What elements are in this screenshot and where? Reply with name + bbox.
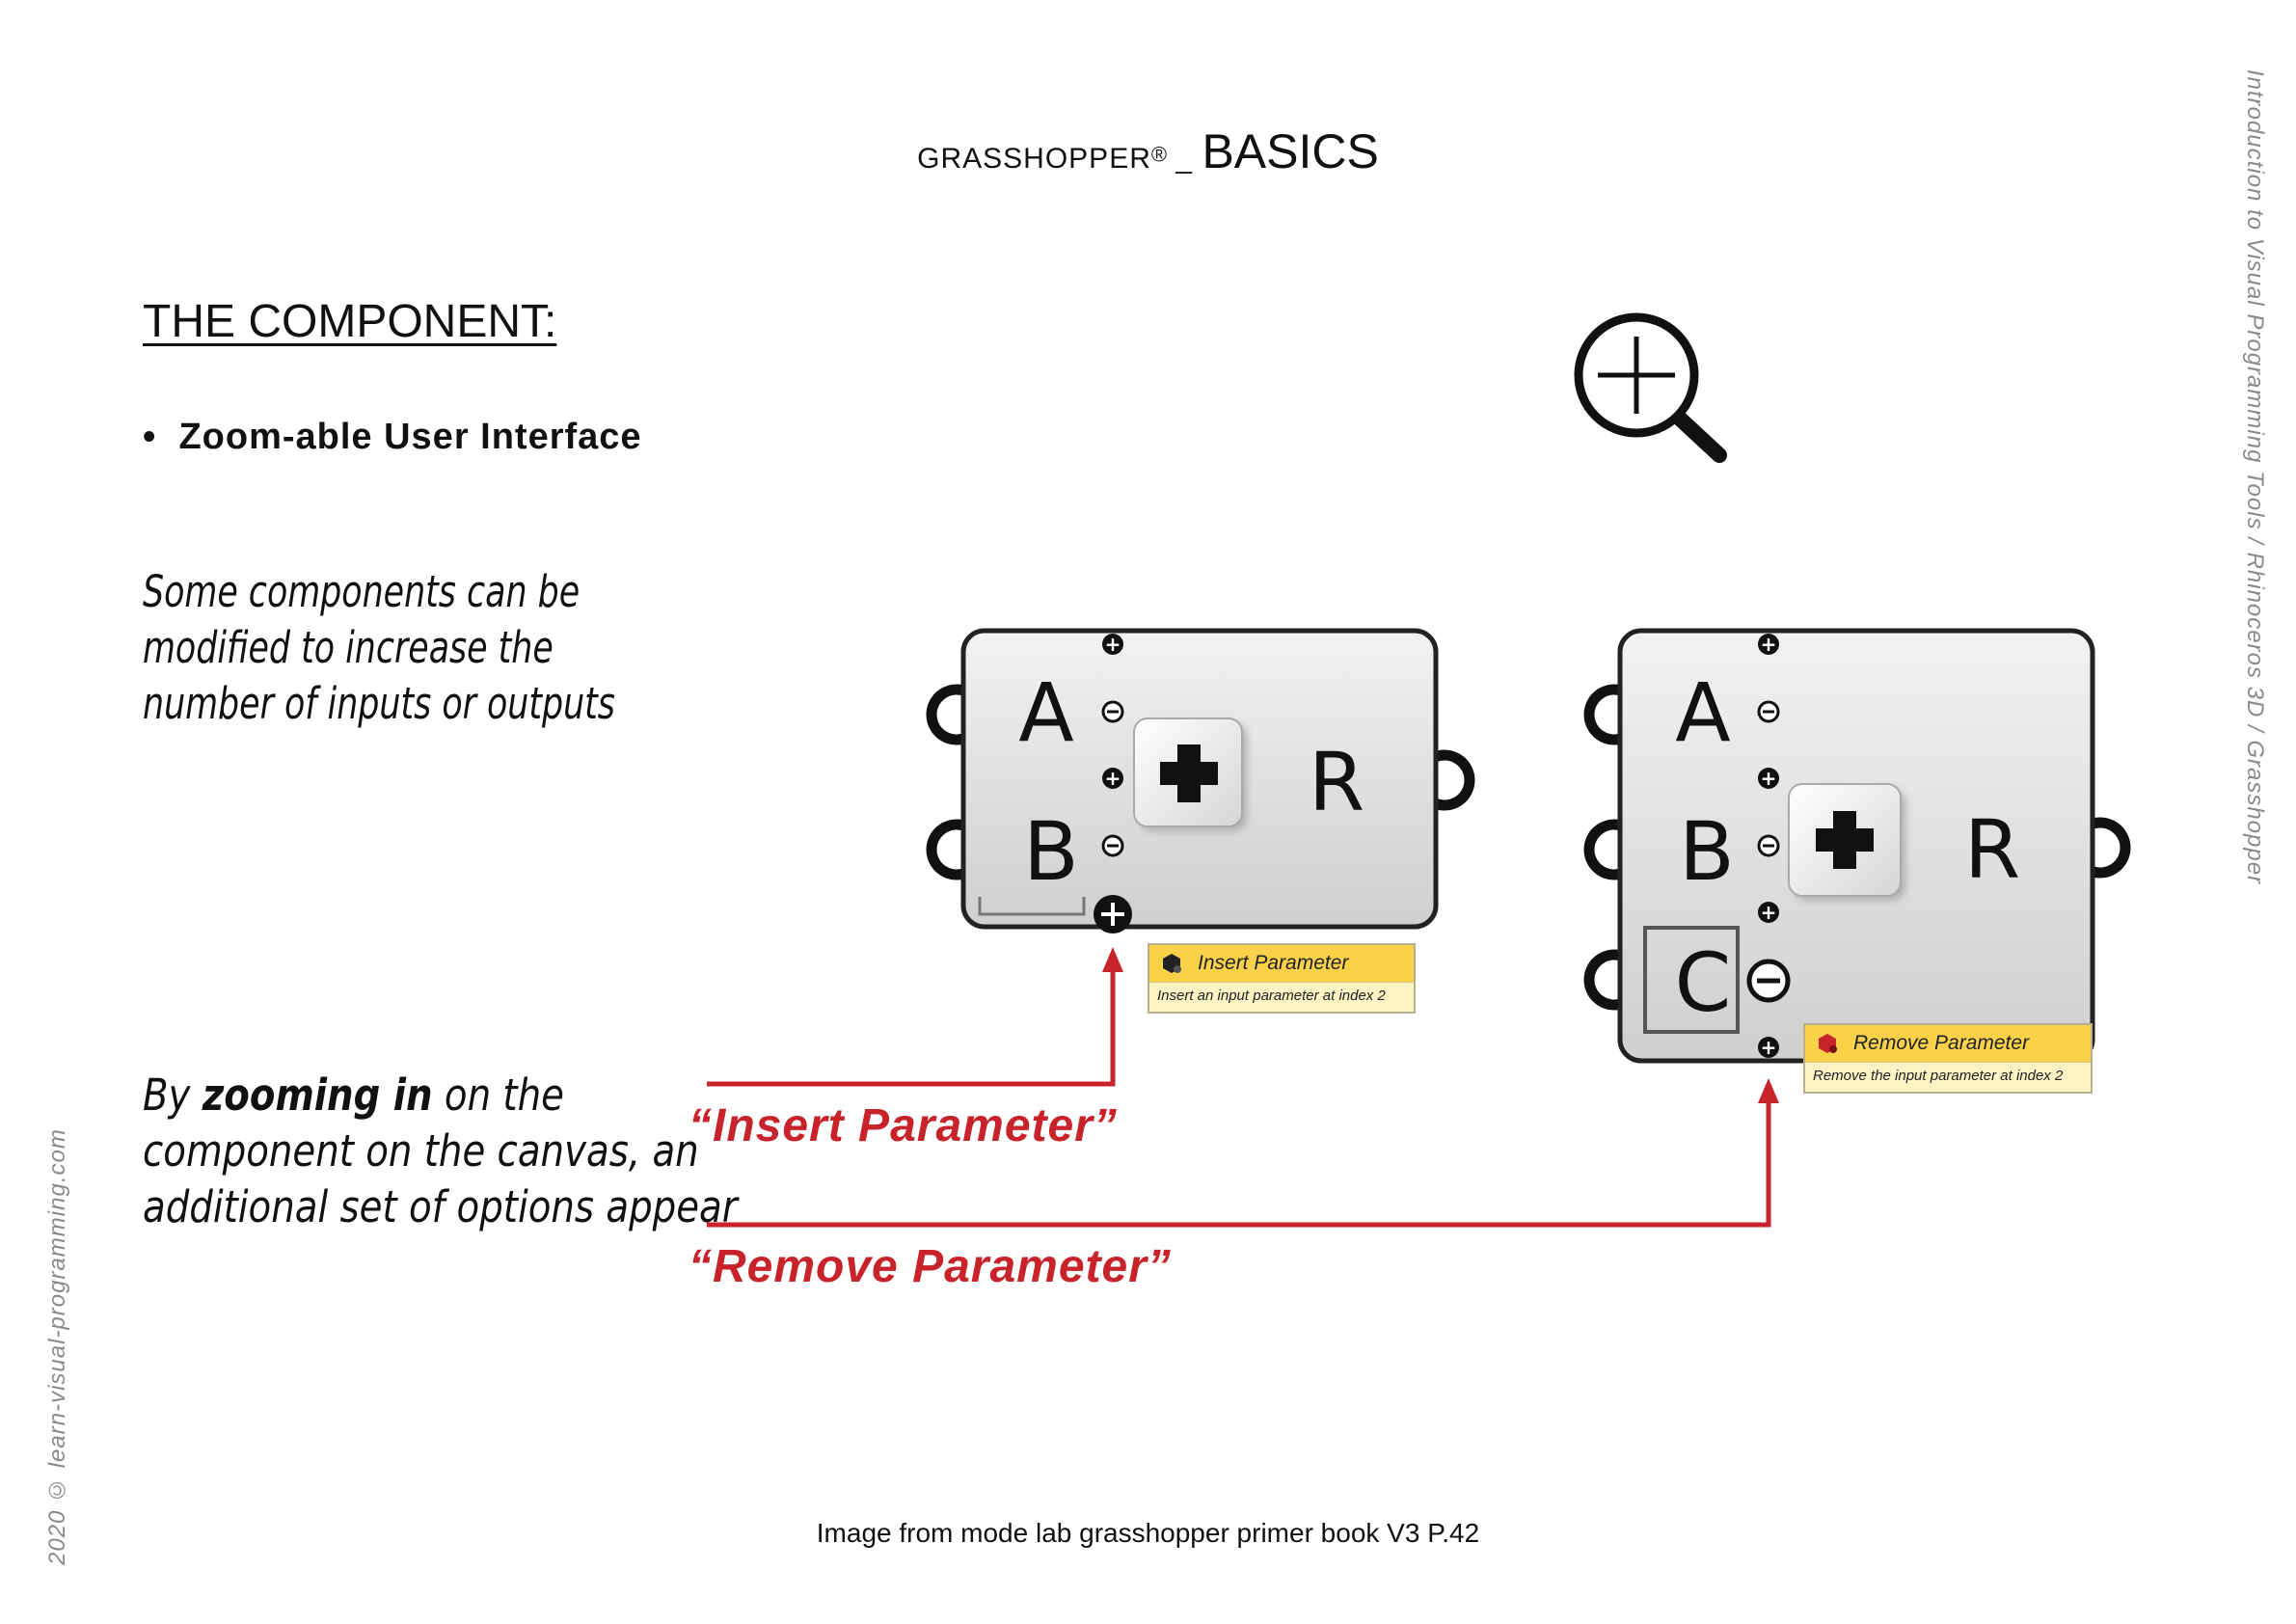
output-grip-r-right[interactable] (2088, 817, 2131, 879)
bullet-text: Zoom-able User Interface (178, 417, 642, 457)
zoom-in-magnifier-icon (1574, 312, 1727, 463)
section-title: THE COMPONENT: (143, 296, 557, 347)
paragraph2-after: on the component on the canvas, an addit… (143, 1069, 738, 1232)
output-grip-r-left[interactable] (1432, 749, 1475, 811)
svg-text:+: + (1105, 633, 1121, 656)
header-title: BASICS (1202, 124, 1379, 178)
header-prefix: GRASSHOPPER (917, 143, 1151, 175)
input-label-c-right: C (1675, 935, 1732, 1030)
input-grip-b-right[interactable] (1583, 819, 1627, 880)
input-label-b-left: B (1023, 804, 1079, 899)
input-label-a-left: A (1018, 665, 1073, 760)
paragraph2-bold: zooming in (202, 1069, 433, 1121)
paragraph2-before: By (143, 1069, 203, 1121)
input-grip-b-left[interactable] (926, 819, 969, 880)
tooltip-insert-body: Insert an input parameter at index 2 (1149, 982, 1414, 1012)
svg-text:+: + (1105, 767, 1121, 790)
remove-arrow (707, 1078, 1779, 1228)
svg-text:+: + (1761, 633, 1777, 656)
svg-text:+: + (1761, 767, 1777, 790)
zoom-ui-controls-right[interactable]: + + + + (1746, 633, 1791, 1059)
svg-text:+: + (1761, 1036, 1777, 1059)
output-label-r-right: R (1964, 802, 2020, 897)
tooltip-remove-parameter: Remove Parameter Remove the input parame… (1803, 1023, 2093, 1094)
input-label-b-right: B (1679, 804, 1735, 899)
input-grip-c-right[interactable] (1583, 949, 1627, 1011)
svg-text:+: + (1761, 901, 1777, 924)
input-grip-a-left[interactable] (926, 684, 969, 745)
tooltip-insert-title: Insert Parameter (1198, 952, 1349, 974)
component-left[interactable]: + + A B R (926, 628, 1475, 934)
output-label-r-left: R (1309, 735, 1364, 829)
hexagon-remove-icon (1819, 1034, 1837, 1053)
input-grip-a-right[interactable] (1583, 684, 1627, 745)
component-right[interactable]: + + + + A B C R (1583, 628, 2131, 1064)
page-header: GRASSHOPPER® _ BASICS (0, 123, 2296, 179)
tooltip-insert-parameter: Insert Parameter Insert an input paramet… (1148, 943, 1416, 1014)
label-insert-parameter: “Insert Parameter” (689, 1100, 1118, 1151)
input-label-a-right: A (1675, 665, 1730, 760)
bullet-item: • Zoom-able User Interface (143, 417, 642, 458)
paragraph-zooming-in: By zooming in on the component on the ca… (143, 1068, 756, 1235)
tooltip-remove-title: Remove Parameter (1853, 1032, 2030, 1054)
paragraph-modify-components: Some components can be modified to incre… (143, 566, 615, 729)
hexagon-parameter-icon (1163, 954, 1181, 973)
tooltip-remove-body: Remove the input parameter at index 2 (1805, 1062, 2091, 1092)
label-remove-parameter: “Remove Parameter” (689, 1241, 1172, 1292)
zoom-ui-controls-left[interactable]: + + (1094, 633, 1132, 934)
bullet-marker: • (143, 417, 157, 457)
image-caption: Image from mode lab grasshopper primer b… (816, 1518, 1480, 1548)
insert-arrow (707, 947, 1123, 1087)
header-separator: _ (1167, 143, 1202, 175)
sidebar-course-title: Introduction to Visual Programming Tools… (2242, 69, 2268, 885)
registered-mark: ® (1150, 142, 1168, 167)
